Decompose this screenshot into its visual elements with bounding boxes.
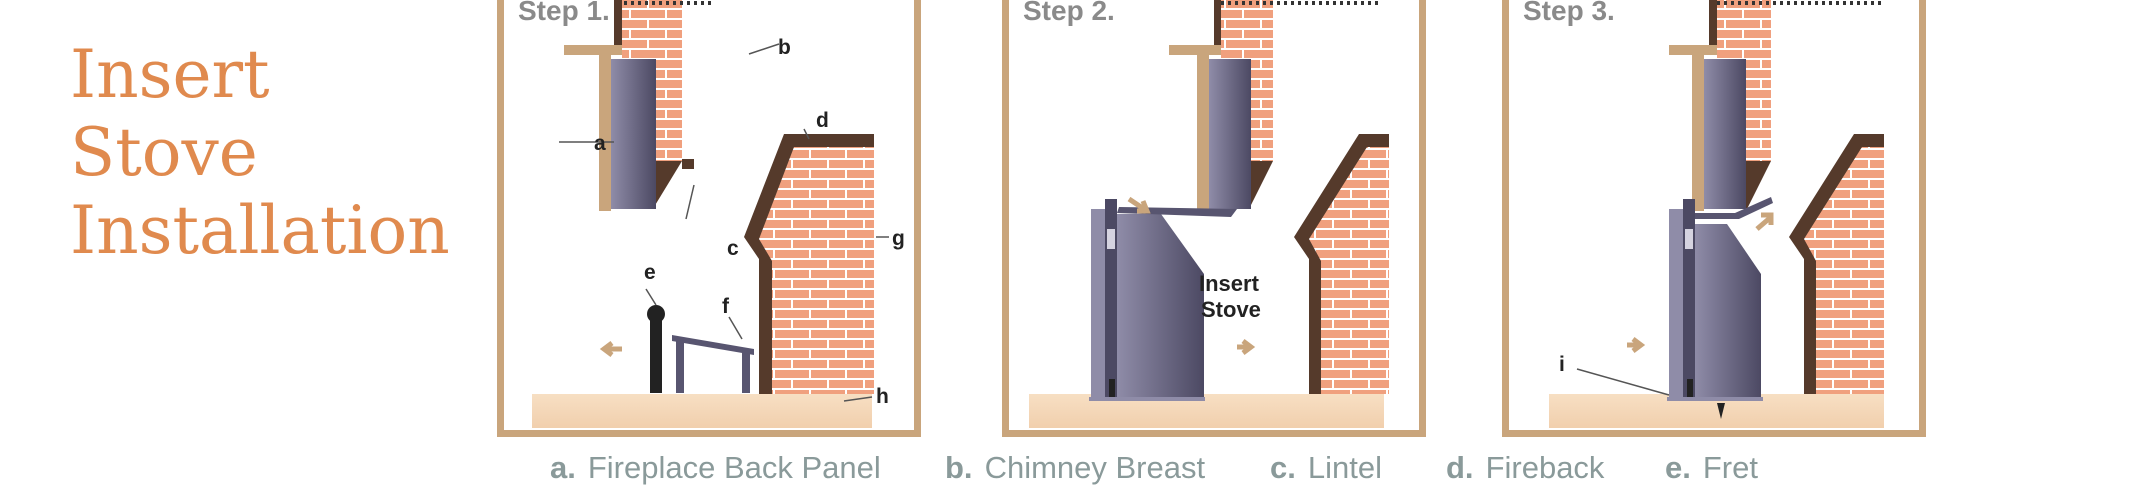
legend-text: Fireplace Back Panel <box>587 450 881 485</box>
title-line-1: Insert <box>70 36 270 113</box>
push-in-arrow <box>1627 337 1646 353</box>
callout-d: d <box>816 109 829 132</box>
fireplace-back-panel <box>564 45 656 211</box>
legend-item-e: e. Fret <box>1665 450 1758 486</box>
legend-item-a: a. Fireplace Back Panel <box>550 450 881 486</box>
fireback <box>1294 134 1389 394</box>
step-2-label: Step 2. <box>1023 0 1115 26</box>
fireback <box>1789 134 1884 394</box>
insert-stove-label-line-1: Insert <box>1199 271 1260 296</box>
legend-letter: b. <box>945 450 973 485</box>
step-3-label: Step 3. <box>1523 0 1615 26</box>
insert-stove-label-line-2: Stove <box>1201 297 1261 322</box>
hearth <box>1029 394 1384 428</box>
legend-item-d: d. Fireback <box>1446 450 1604 486</box>
pull-out-arrow <box>599 341 622 357</box>
callout-c: c <box>727 237 739 260</box>
fireplace-back-panel <box>1669 45 1746 211</box>
legend-letter: a. <box>550 450 576 485</box>
insert-stove <box>1089 199 1237 401</box>
callout-e: e <box>644 261 656 284</box>
callout-lines <box>559 43 889 402</box>
callout-f: f <box>722 295 730 318</box>
flue-arrow <box>1755 212 1774 231</box>
fret <box>647 305 754 393</box>
step-2-panel: Step 2. Ins <box>1002 0 1426 437</box>
step-1-panel: Step 1. <box>497 0 921 437</box>
legend: a.Fireplace Back Panel b.Chimney Breast … <box>0 450 2145 494</box>
title-line-3: Installation <box>70 192 450 269</box>
legend-text: Fireback <box>1485 450 1605 485</box>
legend-text: Fret <box>1702 450 1758 485</box>
legend-letter: c. <box>1270 450 1296 485</box>
callout-i: i <box>1559 353 1565 376</box>
fit-arrow <box>1127 196 1151 214</box>
legend-letter: d. <box>1446 450 1474 485</box>
step-1-diagram: a b c d e f g h <box>532 0 914 430</box>
callout-i-line <box>1576 368 1670 396</box>
title-line-2: Stove <box>70 114 258 191</box>
fireback <box>744 134 874 394</box>
legend-letter: e. <box>1665 450 1691 485</box>
push-in-arrow <box>1237 339 1256 355</box>
callout-g: g <box>892 227 905 250</box>
legend-text: Lintel <box>1307 450 1382 485</box>
callout-b: b <box>778 36 791 59</box>
callout-h: h <box>876 385 889 408</box>
insert-stove <box>1667 197 1773 419</box>
legend-item-c: c. Lintel <box>1270 450 1382 486</box>
hearth <box>532 394 872 428</box>
legend-item-b: b. Chimney Breast <box>945 450 1205 486</box>
step-3-diagram: i <box>1549 0 1919 430</box>
step-1-label: Step 1. <box>518 0 610 26</box>
step-3-panel: Step 3. <box>1502 0 1926 437</box>
legend-text: Chimney Breast <box>984 450 1206 485</box>
callout-a: a <box>594 132 606 155</box>
fireplace-back-panel <box>1169 45 1251 211</box>
page-title: Insert Stove Installation <box>70 36 450 270</box>
step-2-diagram: Insert Stove <box>1029 0 1419 430</box>
